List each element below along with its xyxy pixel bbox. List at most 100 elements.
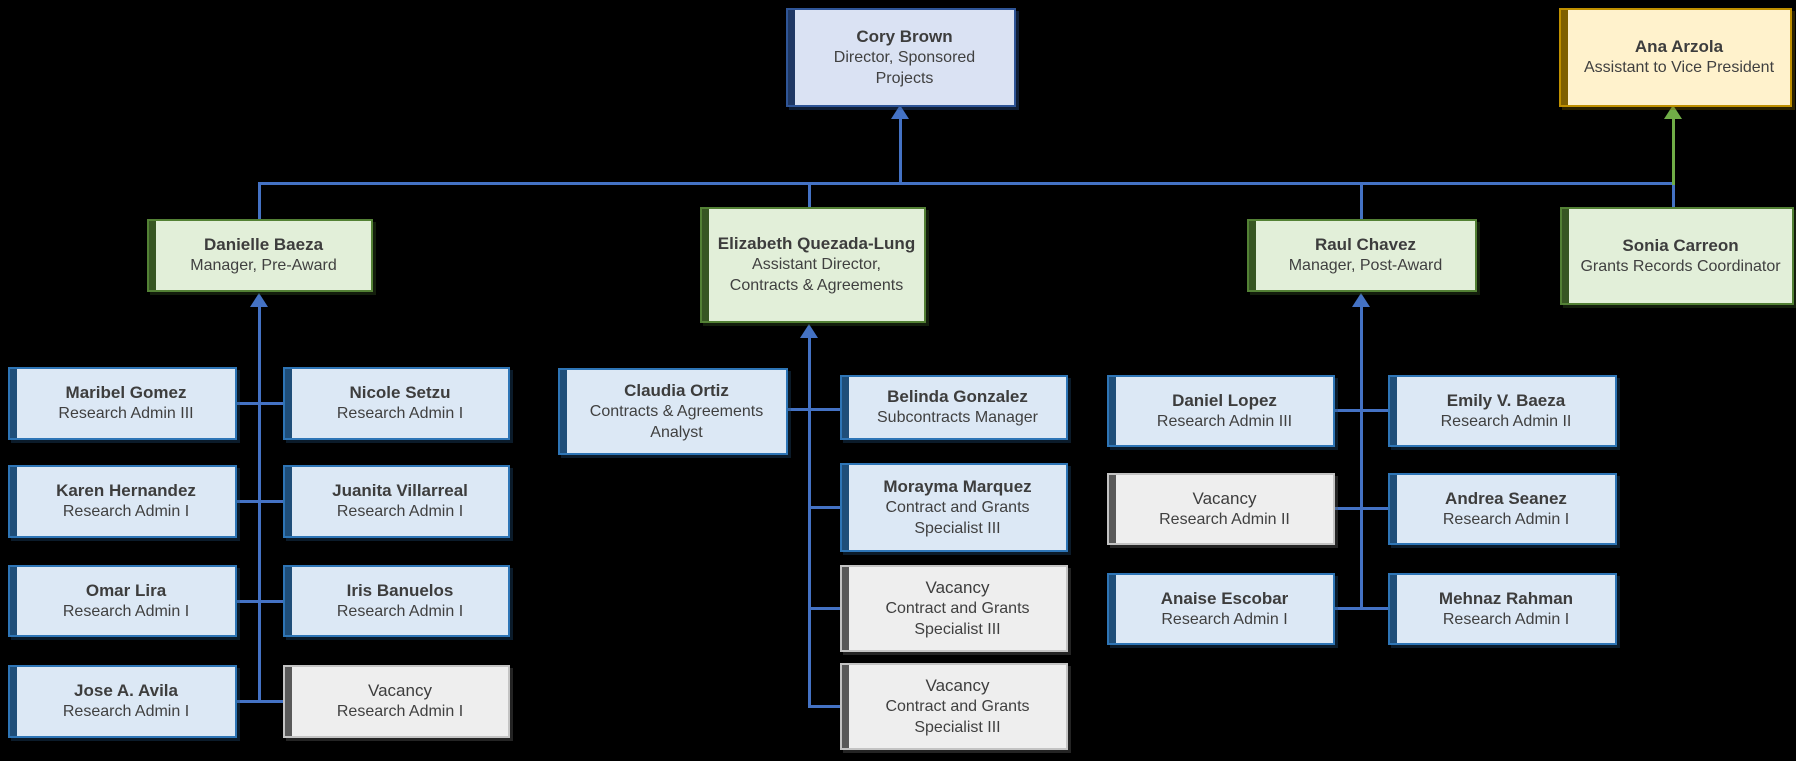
person-name: Mehnaz Rahman: [1438, 588, 1574, 608]
person-name: Omar Lira: [85, 580, 167, 600]
org-node-anaise-escobar: Anaise Escobar Research Admin I: [1107, 573, 1335, 645]
org-node-vacancy-research-admin-2: Vacancy Research Admin II: [1107, 473, 1335, 545]
person-name: Elizabeth Quezada-Lung: [717, 234, 916, 254]
org-node-andrea-seanez: Andrea Seanez Research Admin I: [1388, 473, 1617, 545]
person-name: Karen Hernandez: [56, 481, 196, 501]
arrow-up-danielle-icon: [250, 293, 268, 307]
org-node-cory-brown: Cory Brown Director, Sponsored Projects: [786, 8, 1016, 107]
stub-pre-row2: [237, 500, 283, 503]
connector-drop-sonia: [1672, 182, 1675, 207]
connector-drop-raul: [1360, 182, 1363, 219]
spine-contracts: [808, 336, 811, 708]
person-name: Maribel Gomez: [65, 383, 187, 403]
person-name: Jose A. Avila: [74, 681, 178, 701]
arrow-up-cory-icon: [891, 105, 909, 119]
person-name: Belinda Gonzalez: [887, 387, 1028, 407]
connector-drop-danielle: [258, 182, 261, 219]
person-name: Ana Arzola: [1634, 37, 1724, 57]
person-name: Iris Banuelos: [346, 580, 454, 600]
stub-pre-row4: [237, 700, 283, 703]
stub-post-row1: [1335, 409, 1388, 412]
stub-post-row2: [1335, 507, 1388, 510]
org-node-ana-arzola: Ana Arzola Assistant to Vice President: [1559, 8, 1792, 107]
org-node-raul-chavez: Raul Chavez Manager, Post-Award: [1247, 219, 1477, 292]
stub-pre-row1: [237, 402, 283, 405]
person-title: Grants Records Coordinator: [1580, 257, 1781, 275]
stub-pre-row3: [237, 600, 283, 603]
org-node-emily-baeza: Emily V. Baeza Research Admin II: [1388, 375, 1617, 447]
org-node-vacancy-contract-grants-1: Vacancy Contract and Grants Specialist I…: [840, 565, 1068, 652]
person-name: Danielle Baeza: [203, 235, 324, 255]
org-node-jose-avila: Jose A. Avila Research Admin I: [8, 665, 237, 738]
org-node-maribel-gomez: Maribel Gomez Research Admin III: [8, 367, 237, 440]
org-node-vacancy-contract-grants-2: Vacancy Contract and Grants Specialist I…: [840, 663, 1068, 750]
person-title: Research Admin I: [1442, 610, 1570, 628]
person-name: Juanita Villarreal: [332, 481, 468, 501]
person-title: Research Admin I: [62, 703, 190, 721]
person-title: Assistant to Vice President: [1583, 59, 1775, 77]
org-node-vacancy-research-admin-1: Vacancy Research Admin I: [283, 665, 510, 738]
person-title: Contract and Grants Specialist III: [885, 498, 1030, 537]
person-title: Research Admin II: [1440, 412, 1572, 430]
stub-post-row3: [1335, 607, 1388, 610]
org-node-omar-lira: Omar Lira Research Admin I: [8, 565, 237, 637]
connector-up-cory: [899, 117, 902, 185]
arrow-up-raul-icon: [1352, 293, 1370, 307]
org-node-claudia-ortiz: Claudia Ortiz Contracts & Agreements Ana…: [558, 368, 788, 455]
org-node-belinda-gonzalez: Belinda Gonzalez Subcontracts Manager: [840, 375, 1068, 440]
person-name: Cory Brown: [856, 26, 953, 46]
vacancy-label: Vacancy: [925, 675, 990, 695]
person-title: Research Admin I: [62, 503, 190, 521]
stub-contracts-row3: [808, 607, 840, 610]
stub-contracts-row4: [808, 705, 840, 708]
person-title: Research Admin I: [1161, 610, 1288, 628]
spine-pre-award: [258, 305, 261, 703]
person-title: Contracts & Agreements Analyst: [589, 402, 764, 441]
person-title: Research Admin I: [1442, 510, 1570, 528]
org-node-juanita-villarreal: Juanita Villarreal Research Admin I: [283, 465, 510, 538]
person-name: Daniel Lopez: [1172, 390, 1277, 410]
stub-contracts-row1: [788, 408, 840, 411]
vacancy-title: Contract and Grants Specialist III: [885, 697, 1030, 736]
arrow-up-ana-icon: [1664, 105, 1682, 119]
person-name: Morayma Marquez: [883, 476, 1032, 496]
connector-up-ana: [1672, 117, 1675, 185]
person-title: Research Admin III: [1156, 412, 1293, 430]
person-title: Research Admin III: [58, 405, 194, 423]
person-name: Anaise Escobar: [1160, 588, 1289, 608]
org-node-iris-banuelos: Iris Banuelos Research Admin I: [283, 565, 510, 637]
org-node-morayma-marquez: Morayma Marquez Contract and Grants Spec…: [840, 463, 1068, 552]
person-title: Director, Sponsored Projects: [833, 48, 976, 87]
person-name: Sonia Carreon: [1622, 235, 1739, 255]
org-node-daniel-lopez: Daniel Lopez Research Admin III: [1107, 375, 1335, 447]
org-node-mehnaz-rahman: Mehnaz Rahman Research Admin I: [1388, 573, 1617, 645]
vacancy-label: Vacancy: [368, 681, 432, 701]
arrow-up-elizabeth-icon: [800, 324, 818, 338]
org-node-nicole-setzu: Nicole Setzu Research Admin I: [283, 367, 510, 440]
person-title: Research Admin I: [336, 405, 464, 423]
org-node-elizabeth-quezada-lung: Elizabeth Quezada-Lung Assistant Directo…: [700, 207, 926, 323]
vacancy-label: Vacancy: [925, 577, 990, 597]
person-title: Subcontracts Manager: [877, 409, 1038, 427]
connector-trunk: [258, 182, 1675, 185]
person-title: Research Admin I: [336, 503, 464, 521]
vacancy-title: Research Admin I: [336, 703, 464, 721]
person-name: Andrea Seanez: [1445, 488, 1567, 508]
person-title: Assistant Director, Contracts & Agreemen…: [729, 256, 904, 295]
person-name: Raul Chavez: [1314, 235, 1417, 255]
person-title: Manager, Pre-Award: [190, 257, 337, 275]
stub-contracts-row2: [808, 506, 840, 509]
person-title: Manager, Post-Award: [1288, 257, 1443, 275]
vacancy-title: Research Admin II: [1159, 510, 1290, 528]
org-node-danielle-baeza: Danielle Baeza Manager, Pre-Award: [147, 219, 373, 292]
person-name: Claudia Ortiz: [624, 380, 729, 400]
spine-post-award: [1360, 305, 1363, 610]
org-node-sonia-carreon: Sonia Carreon Grants Records Coordinator: [1560, 207, 1794, 305]
vacancy-title: Contract and Grants Specialist III: [885, 599, 1030, 638]
vacancy-label: Vacancy: [1192, 488, 1257, 508]
connector-drop-elizabeth: [808, 182, 811, 207]
org-node-karen-hernandez: Karen Hernandez Research Admin I: [8, 465, 237, 538]
person-name: Nicole Setzu: [349, 383, 451, 403]
person-title: Research Admin I: [336, 602, 464, 620]
person-title: Research Admin I: [62, 602, 190, 620]
